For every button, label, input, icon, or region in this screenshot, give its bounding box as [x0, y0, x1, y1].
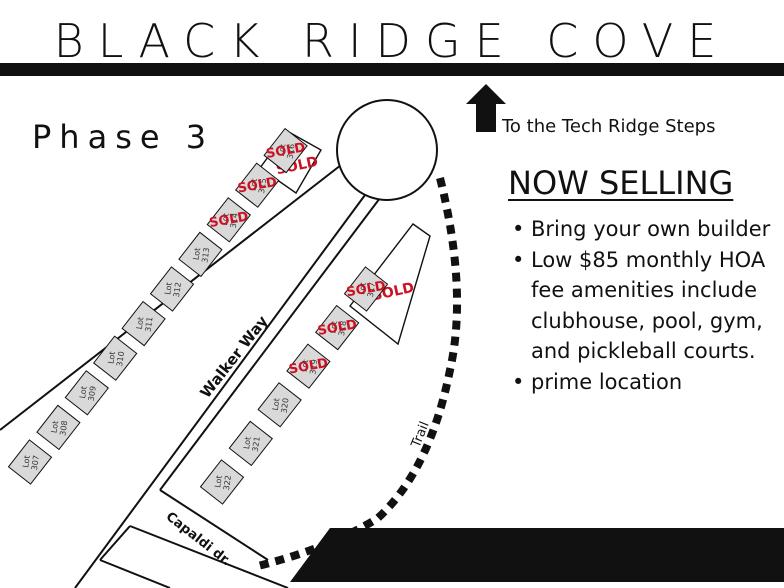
lot-shape	[149, 266, 195, 312]
site-map: SOLD SOLD Lot307 Lot308 Lot309 Lot310 Lot311…	[0, 84, 784, 588]
lot-shape	[64, 370, 110, 416]
lot-shape	[199, 459, 245, 505]
lot-label: Lot309	[78, 384, 98, 402]
lot-shape	[343, 266, 389, 312]
lot-parcel: Lot311	[121, 300, 166, 347]
capaldi-dr-label: Capaldi dr.	[163, 509, 234, 569]
lot-shape	[121, 300, 166, 347]
lot-label: Lot315	[248, 177, 268, 195]
lot-shape	[92, 335, 138, 381]
lot-label: Lot314	[220, 211, 240, 229]
lot-parcel: Lot308	[36, 404, 81, 451]
lot-label: Lot312	[163, 280, 183, 298]
title-divider-bar	[0, 63, 784, 76]
lot-shape	[234, 162, 280, 208]
map-title: BLACK RIDGE COVE	[53, 14, 731, 68]
lot-label: Lot317	[357, 280, 377, 298]
lots-right-group: Lot322Lot321Lot320Lot319SOLDLot318SOLDLo…	[199, 266, 389, 505]
capaldi-edge-bottom	[99, 559, 171, 588]
lot-shape	[36, 404, 81, 451]
feature-item: Low $85 monthly HOA fee amenities includ…	[510, 245, 780, 367]
lot-label: Lot316	[277, 142, 297, 160]
bottom-black-bar	[290, 528, 784, 582]
capaldi-edge-top	[129, 525, 289, 588]
lot-label: Lot313	[191, 246, 211, 264]
lot-label: Lot318	[328, 319, 348, 337]
phase-label: Phase 3	[32, 118, 215, 156]
lot-sold-label: SOLD	[288, 356, 330, 378]
lot-label: Lot308	[49, 419, 69, 437]
right-block-bottom	[159, 489, 269, 561]
lot-sold-label: SOLD	[265, 140, 307, 162]
lot-label: Lot319	[299, 358, 319, 376]
lot-parcel: Lot312	[149, 266, 195, 312]
lot-label: Lot322	[213, 473, 233, 491]
lot-label: Lot310	[106, 350, 126, 368]
lots-left-group: Lot307Lot308Lot309Lot310Lot311Lot312Lot3…	[7, 127, 308, 485]
lot-shape	[228, 420, 274, 467]
lower-left-block	[99, 525, 131, 561]
lot-parcel: Lot309	[64, 370, 110, 416]
lot-label: Lot321	[242, 435, 262, 453]
lot-parcel: Lot313	[178, 231, 223, 278]
lot-parcel: Lot310	[92, 335, 138, 381]
lot-parcel: Lot321	[228, 420, 274, 467]
feature-item: Bring your own builder	[510, 214, 780, 245]
lot-shape	[257, 382, 302, 428]
lot-parcel: Lot320	[257, 382, 302, 428]
lot-shape	[314, 304, 360, 351]
now-selling-heading: NOW SELLING	[508, 164, 734, 202]
lot-sold-label: SOLD	[208, 209, 250, 231]
lot-label: Lot320	[271, 396, 291, 414]
lot-shape	[286, 343, 331, 389]
up-arrow-icon	[466, 84, 506, 132]
walker-way-edge-right	[74, 194, 366, 588]
lot-sold-label: SOLD	[317, 317, 359, 339]
lot-sold-label: SOLD	[237, 175, 279, 197]
lot-shape	[206, 197, 252, 243]
lot-shape	[7, 439, 53, 485]
direction-text: To the Tech Ridge Steps	[502, 116, 716, 137]
trail-path	[257, 177, 461, 570]
right-block-edge	[159, 197, 381, 491]
lot-shape	[178, 231, 223, 278]
lot-parcel: Lot307	[7, 439, 53, 485]
lot-sold-label: SOLD	[345, 279, 387, 301]
features-list: Bring your own builder Low $85 monthly H…	[510, 214, 780, 397]
lot-label: Lot311	[135, 315, 155, 333]
lot-shape	[263, 127, 308, 174]
feature-item: prime location	[510, 367, 780, 398]
lot-parcel: Lot322	[199, 459, 245, 505]
cul-de-sac	[336, 99, 438, 201]
lot-label: Lot307	[21, 453, 41, 471]
